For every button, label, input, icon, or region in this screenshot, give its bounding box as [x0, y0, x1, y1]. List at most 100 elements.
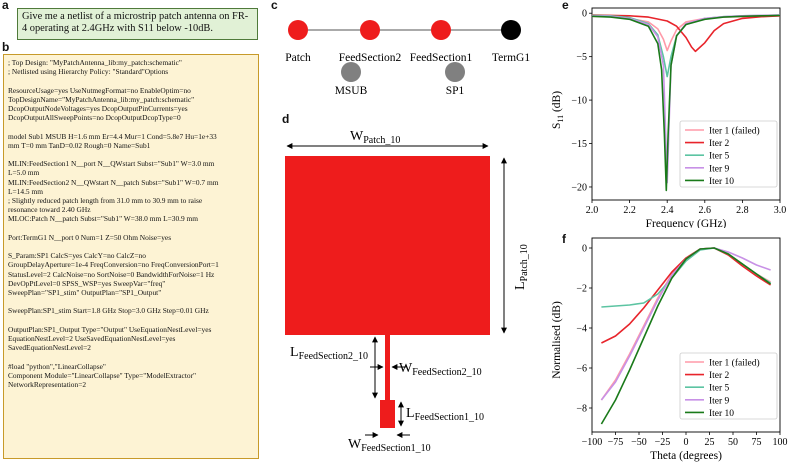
graph-node-feedsection2 [360, 20, 380, 40]
legend-frame [679, 352, 778, 420]
x-axis-label: Theta (degrees) [650, 450, 722, 462]
legend-entry: Iter 1 (failed) [709, 126, 760, 137]
netlist-line: ; Top Design: "MyPatchAntenna_lib:my_pat… [8, 58, 182, 67]
graph-node-feedsection1 [431, 20, 451, 40]
netlist-line: ResourceUsage=yes UseNutmegFormat=no Ena… [8, 85, 191, 95]
series-line-iter-1-failed [591, 15, 781, 52]
netlist-line: MLIN:FeedSection1 N__port N__QWstart Sub… [8, 159, 215, 169]
x-tick-label: 0 [684, 437, 689, 448]
netlist-line: TopDesignName="MyPatchAntenna_lib:my_pat… [8, 94, 195, 104]
netlist-box: ; Top Design: "MyPatchAntenna_lib:my_pat… [3, 54, 259, 459]
legend-entry: Iter 2 [709, 139, 730, 149]
x-tick-label: −75 [608, 437, 624, 448]
graph-node-label: FeedSection1 [410, 52, 473, 64]
netlist-line [8, 352, 254, 361]
dim-label-l-patch: LPatch_10 [513, 244, 530, 290]
x-tick-label: 50 [728, 437, 738, 448]
y-axis-label: Normalised (dB) [551, 301, 563, 379]
series-line-iter-2 [601, 247, 772, 344]
netlist-line [8, 242, 254, 251]
legend-entry: Iter 5 [709, 152, 730, 162]
y-tick-label: −20 [571, 182, 587, 193]
netlist-line: L=14.5 mm [8, 186, 43, 196]
netlist-line: GroupDelayAperture=1e-4 FreqConversion=n… [8, 260, 219, 270]
y-tick-label: 0 [582, 9, 587, 20]
netlist-line [8, 122, 254, 131]
y-tick-label: −10 [571, 96, 587, 107]
netlist-line: Component Module="LinearCollapse" Type="… [8, 370, 197, 380]
legend-entry: Iter 2 [709, 371, 730, 381]
netlist-line [8, 224, 254, 233]
legend-entry: Iter 5 [709, 384, 730, 394]
feed-section2-rect [385, 335, 390, 400]
dim-label-l-fs1: LFeedSection1_10 [406, 406, 484, 423]
netlist-line: SavedEquationNestLevel=2 [8, 343, 91, 353]
panel-a-label: a [2, 0, 9, 12]
x-tick-label: 75 [752, 437, 762, 448]
netlist-line: EquationNestLevel=2 UseSavedEquationNest… [8, 333, 176, 343]
legend-entry: Iter 10 [709, 409, 734, 419]
netlist-line: DcopOutputNodeVoltages=yes DcopOutputPin… [8, 104, 188, 113]
panel-e-label: e [562, 0, 569, 12]
dim-label-w-patch: WPatch_10 [350, 129, 400, 146]
feed-section1-rect [380, 400, 395, 428]
y-tick-label: −5 [576, 52, 587, 63]
netlist-line [8, 76, 254, 85]
x-tick-label: −100 [582, 437, 603, 448]
y-tick-label: −15 [571, 139, 587, 150]
netlist-line: mm T=0 mm TanD=0.02 Rough=0 Name=Sub1 [8, 140, 151, 150]
x-tick-label: 2.0 [586, 205, 599, 216]
dim-label-l-fs2: LFeedSection2_10 [290, 345, 368, 362]
graph-node-msub [341, 62, 361, 82]
netlist-line: StatusLevel=2 CalcNoise=no SortNoise=0 B… [8, 269, 215, 279]
y-tick-label: −4 [576, 324, 587, 335]
dim-label-w-fs2: WFeedSection2_10 [399, 361, 482, 378]
x-tick-label: 2.2 [623, 205, 636, 216]
series-line-iter-10 [600, 247, 772, 425]
legend-entry: Iter 9 [709, 164, 730, 174]
panel-b-label: b [2, 40, 10, 54]
panel-f-label: f [562, 232, 566, 246]
netlist-line [8, 297, 254, 306]
legend-frame [679, 120, 778, 188]
netlist-line: OutputPlan:SP1_Output Type="Output" UseE… [8, 324, 212, 334]
graph-node-patch [288, 20, 308, 40]
netlist-line: NetworkRepresentation=2 [8, 379, 87, 389]
netlist-line: SweepPlan:SP1_stim Start=1.8 GHz Stop=3.… [8, 306, 209, 316]
y-tick-label: 0 [582, 244, 587, 255]
x-tick-label: −25 [655, 437, 671, 448]
prompt-box: Give me a netlist of a microstrip patch … [17, 8, 258, 40]
graph-node-sp1 [445, 62, 465, 82]
x-tick-label: 2.6 [699, 205, 712, 216]
netlist-line: model Sub1 MSUB H=1.6 mm Er=4.4 Mur=1 Co… [8, 131, 217, 141]
x-tick-label: −50 [631, 437, 647, 448]
y-tick-label: −8 [576, 404, 587, 415]
netlist-line: Port:TermG1 N__port 0 Num=1 Z=50 Ohm Noi… [8, 232, 172, 242]
graph-node-label: TermG1 [492, 52, 530, 64]
graph-node-label: Patch [285, 52, 311, 64]
y-tick-label: −2 [576, 284, 587, 295]
netlist-line: MLIN:FeedSection2 N__QWstart N__patch Su… [8, 177, 219, 187]
x-tick-label: 2.4 [661, 205, 674, 216]
netlist-line: SweepPlan="SP1_stim" OutputPlan="SP1_Out… [8, 288, 162, 297]
panel-d-label: d [282, 112, 290, 126]
netlist-line: S_Param:SP1 CalcS=yes CalcY=no CalcZ=no [8, 251, 146, 261]
netlist-line: MLOC:Patch N__patch Subst="Sub1" W=38.0 … [8, 214, 199, 224]
legend-entry: Iter 9 [709, 396, 730, 406]
y-tick-label: −6 [576, 364, 587, 375]
x-tick-label: 100 [773, 437, 788, 448]
x-tick-label: 2.8 [736, 205, 749, 216]
netlist-line: L=5.0 mm [8, 168, 40, 178]
x-tick-label: 3.0 [774, 205, 787, 216]
panel-c-label: c [271, 0, 278, 12]
series-line-iter-10 [591, 14, 781, 192]
patch-rect [285, 156, 490, 335]
netlist-line [8, 316, 254, 325]
patch-layout-diagram: WPatch_10 LPatch_10 LFeedSection2_10 WFe… [285, 129, 530, 454]
plot-frame [591, 7, 781, 201]
